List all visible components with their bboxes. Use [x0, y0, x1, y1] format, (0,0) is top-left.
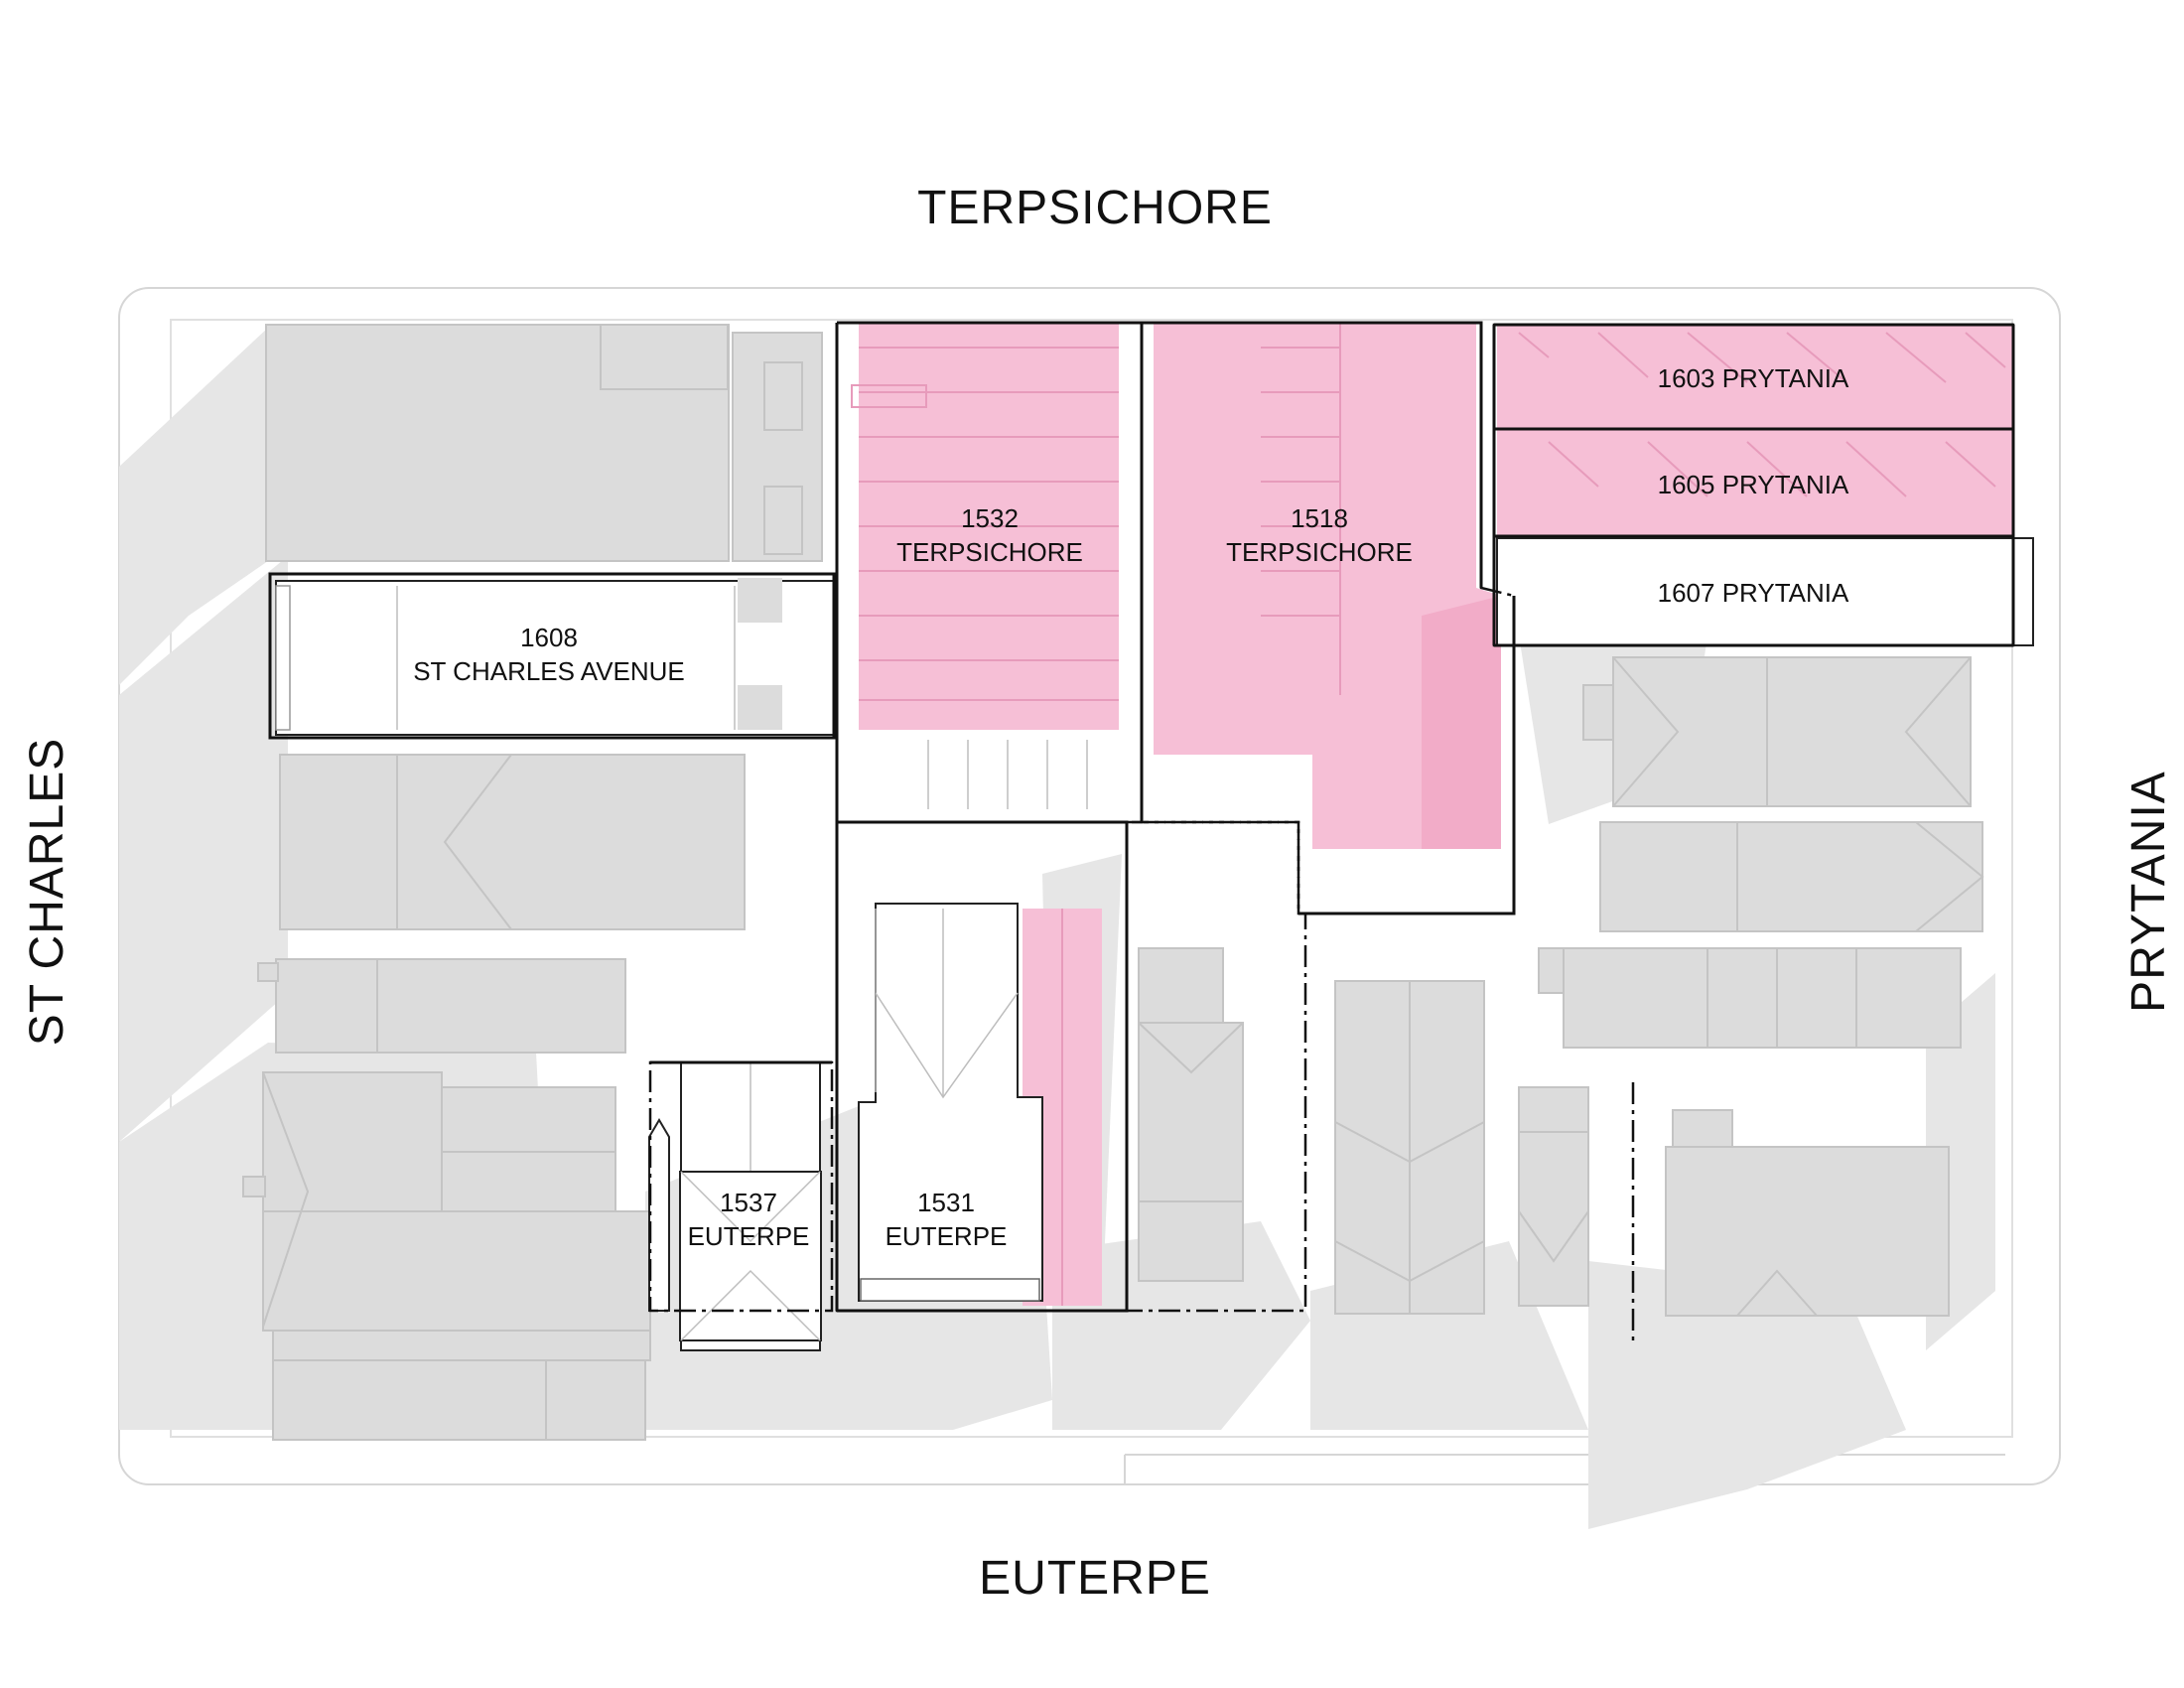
lot-label-1607-prytania: 1607 PRYTANIA — [1658, 578, 1849, 608]
lot-label-1518-terpsichore-number: 1518 — [1291, 503, 1348, 533]
street-label-west: ST CHARLES — [21, 738, 73, 1047]
lot-label-1608-st-charles-number: 1608 — [520, 623, 578, 652]
lot-label-1518-terpsichore-street: TERPSICHORE — [1226, 537, 1413, 567]
lot-label-1532-terpsichore-street: TERPSICHORE — [896, 537, 1083, 567]
lot-label-1531-euterpe-number: 1531 — [917, 1188, 975, 1217]
lot-label-1605-prytania: 1605 PRYTANIA — [1658, 470, 1849, 499]
street-labels: TERPSICHORE EUTERPE ST CHARLES PRYTANIA — [21, 182, 2175, 1605]
street-label-north: TERPSICHORE — [917, 182, 1273, 234]
street-label-south: EUTERPE — [979, 1552, 1211, 1605]
lot-boundaries — [268, 321, 2015, 1340]
lot-label-1532-terpsichore-number: 1532 — [961, 503, 1019, 533]
lot-label-1537-euterpe-number: 1537 — [720, 1188, 777, 1217]
lot-labels: 1603 PRYTANIA 1605 PRYTANIA 1607 PRYTANI… — [413, 363, 1849, 1251]
lot-label-1603-prytania: 1603 PRYTANIA — [1658, 363, 1849, 393]
context-buildings — [242, 324, 1984, 1441]
street-label-east: PRYTANIA — [2122, 771, 2175, 1013]
lot-label-1608-st-charles-street: ST CHARLES AVENUE — [413, 656, 685, 686]
lot-label-1531-euterpe-street: EUTERPE — [886, 1221, 1008, 1251]
lot-label-1537-euterpe-street: EUTERPE — [688, 1221, 810, 1251]
